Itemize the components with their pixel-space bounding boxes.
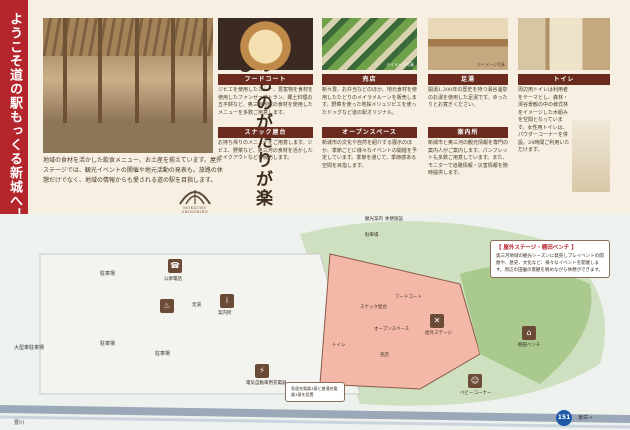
label-tourist-info: 観光案内	[365, 217, 383, 222]
shop-photo: ※イメージ写真	[322, 18, 417, 70]
section-title-toilet: トイレ	[518, 74, 610, 85]
phone-icon: ☎	[168, 259, 182, 273]
toilet-interior-photo	[572, 120, 610, 192]
toilet-photo	[518, 18, 610, 70]
logo-caption: MOKKURU SHINSHIRO	[181, 206, 209, 214]
logo-icon	[179, 190, 211, 205]
hero-photo	[43, 18, 213, 153]
section-title-footbath: 足湯	[428, 74, 508, 85]
site-map: ☎ ♨ i ⌂ ⚡ ☺ ✕ 観光案内 休憩施設 駐車場 公衆電話 足湯 案内所 …	[0, 214, 630, 430]
label-shop: 売店	[380, 353, 389, 358]
section-title-info: 案内所	[428, 127, 508, 138]
label-footbath: 足湯	[192, 303, 201, 308]
section-title-snack: スナック屋台	[218, 127, 313, 138]
label-toilet: トイレ	[332, 343, 346, 348]
ev-charger-icon: ⚡	[255, 364, 269, 378]
label-snack: スナック屋台	[360, 305, 387, 310]
footbath-photo: ※イメージ写真	[428, 18, 508, 70]
callout-title: 【 屋外ステージ・棚田ベンチ 】	[496, 245, 577, 251]
label-stage: 屋外ステージ	[425, 331, 452, 336]
section-text-foodcourt: ジビエを使用したカレー、豊富物を食材を使用したファンゼーフトラン、郷土料理の五平…	[218, 87, 313, 116]
label-parking-3: 駐車場	[155, 351, 171, 357]
side-title: ようこそ道の駅もっくる新城へ！	[7, 12, 22, 222]
foodcourt-photo	[218, 18, 313, 70]
stage-icon: ✕	[430, 314, 444, 328]
section-text-footbath: 開湯1,300年の歴史を持つ湯谷温泉のお湯を使用した足湯です。ゆったりとお寛ぎく…	[428, 87, 508, 108]
section-title-foodcourt: フードコート	[218, 74, 313, 85]
route-151-icon: 151	[556, 410, 572, 426]
label-info: 案内所	[218, 311, 232, 316]
label-parking-top: 駐車場	[365, 233, 379, 238]
baby-corner-icon: ☺	[468, 374, 482, 388]
label-ev-charger: 電気自動車用充電器	[246, 381, 287, 386]
section-title-openspace: オープンスペース	[322, 127, 417, 138]
label-bench: 棚田ベンチ	[518, 343, 541, 348]
label-rest: 休憩施設	[385, 217, 403, 222]
label-river: 豊川	[14, 420, 25, 426]
section-title-shop: 売店	[322, 74, 417, 85]
section-text-toilet: 周辺用トイレは利用者をテーマとし、森林・渓谷景観の中の様式林をイメージした木組み…	[518, 87, 570, 153]
label-parking-2: 駐車場	[100, 341, 116, 347]
label-parking-1: 駐車場	[100, 271, 116, 277]
section-text-info: 新城市と奥三河の観光情報を専門の案内人がご案内します。パンフレットも多数ご用意し…	[428, 140, 509, 176]
footbath-icon: ♨	[160, 299, 174, 313]
callout-text: 奥三河地域の観光シーズンに発売しプレイベントの開催や、歴史、文化など、様々なイベ…	[496, 254, 604, 273]
section-text-snack: お持ち帰りのメニューをご用意します。ジビエ、野菜など、奥三河の食材を活かしたテイ…	[218, 140, 313, 161]
label-phone: 公衆電話	[164, 277, 182, 282]
section-text-shop: 新々豊、お弁当などのほか、地元食材を使用したたどりのメイラメルーンを販売します。…	[322, 87, 417, 116]
section-text-openspace: 新城市の文化や自然を紹介する展示のほか、季節ごとに様々なイベントの開催を予定して…	[322, 140, 417, 169]
stage-callout: 【 屋外ステージ・棚田ベンチ 】 奥三河地域の観光シーズンに発売しプレイベントの…	[490, 240, 610, 278]
label-toei: 東栄→	[578, 415, 593, 421]
ev-note: 急速充電器1基と普通充電器1基を設置	[285, 382, 345, 402]
label-foodcourt: フードコート	[395, 295, 422, 300]
label-baby-corner: ベビーコーナー	[460, 391, 492, 396]
label-bus-parking: 大型車駐車場	[14, 345, 45, 351]
info-icon: i	[220, 294, 234, 308]
intro-text: 地域の食材を活かした飲食メニュー、お土産を揃えています。屋外ステージでは、観光イ…	[43, 157, 223, 184]
bench-icon: ⌂	[522, 326, 536, 340]
label-openspace: オープンスペース	[374, 327, 410, 332]
